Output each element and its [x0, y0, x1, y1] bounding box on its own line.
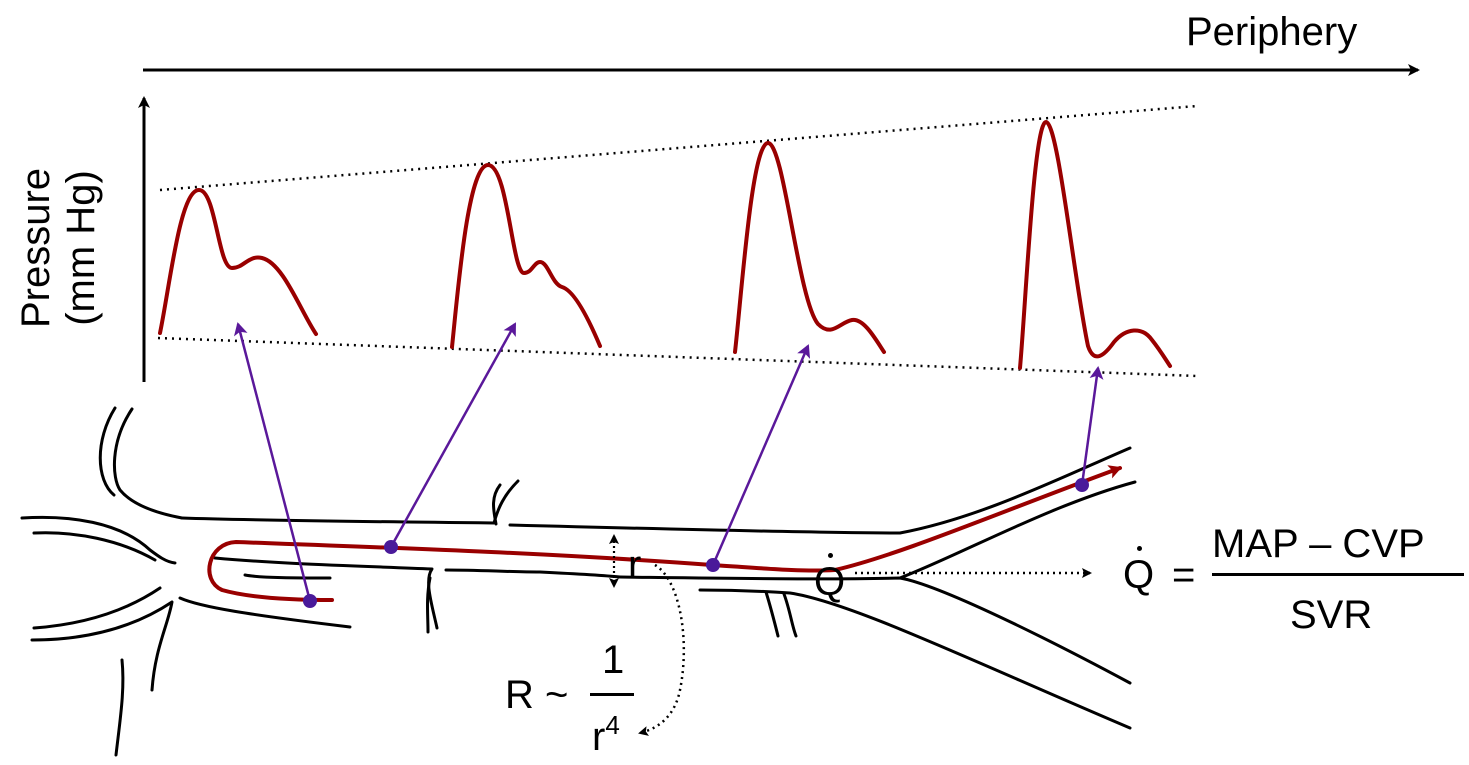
pressure-waveform-1 [158, 188, 318, 336]
flow-equation-lhs: Q [1123, 546, 1155, 597]
resistance-equation-lhs: R ~ [505, 673, 569, 717]
flow-label-text: Q [814, 553, 846, 604]
systolic-envelope-line [159, 104, 1198, 192]
flow-equation-equals: = [1172, 553, 1196, 597]
resistance-equation-exponent: 4 [605, 710, 620, 740]
radius-label: r [628, 543, 642, 587]
x-axis-label: Periphery [1186, 10, 1358, 54]
sample-arrow-4 [1080, 366, 1104, 486]
resistance-equation-numerator: 1 [602, 638, 625, 682]
diastolic-envelope-line [157, 336, 1198, 378]
sample-point-4 [1075, 478, 1089, 492]
flow-equation-fraction-bar [1212, 573, 1464, 576]
sample-arrow-1 [233, 322, 312, 602]
flow-equation-q: Q [1123, 546, 1155, 597]
sample-arrow-2 [389, 322, 517, 548]
resistance-equation-fraction-bar [590, 693, 634, 696]
y-axis-label-line2: (mm Hg) [59, 170, 103, 326]
flow-equation-numerator: MAP – CVP [1212, 522, 1425, 566]
sample-point-2 [384, 540, 398, 554]
pressure-waveform-2 [450, 163, 602, 349]
pressure-waveform-4 [1018, 120, 1172, 370]
radius-to-resistance-arrow [638, 563, 686, 736]
y-axis-label: Pressure (mm Hg) [0, 148, 110, 348]
flow-equation-denominator: SVR [1290, 593, 1373, 637]
flow-path [207, 465, 1122, 602]
resistance-equation-denominator-base: r [592, 715, 606, 759]
sample-arrow-3 [711, 344, 811, 566]
pressure-waveform-3 [733, 141, 886, 354]
sample-point-1 [303, 594, 317, 608]
vessel-tree [20, 406, 1137, 757]
flow-label: Q [814, 553, 846, 604]
y-axis-label-line1: Pressure [14, 167, 58, 329]
sample-point-3 [706, 558, 720, 572]
resistance-equation-denominator: r4 [592, 712, 620, 757]
